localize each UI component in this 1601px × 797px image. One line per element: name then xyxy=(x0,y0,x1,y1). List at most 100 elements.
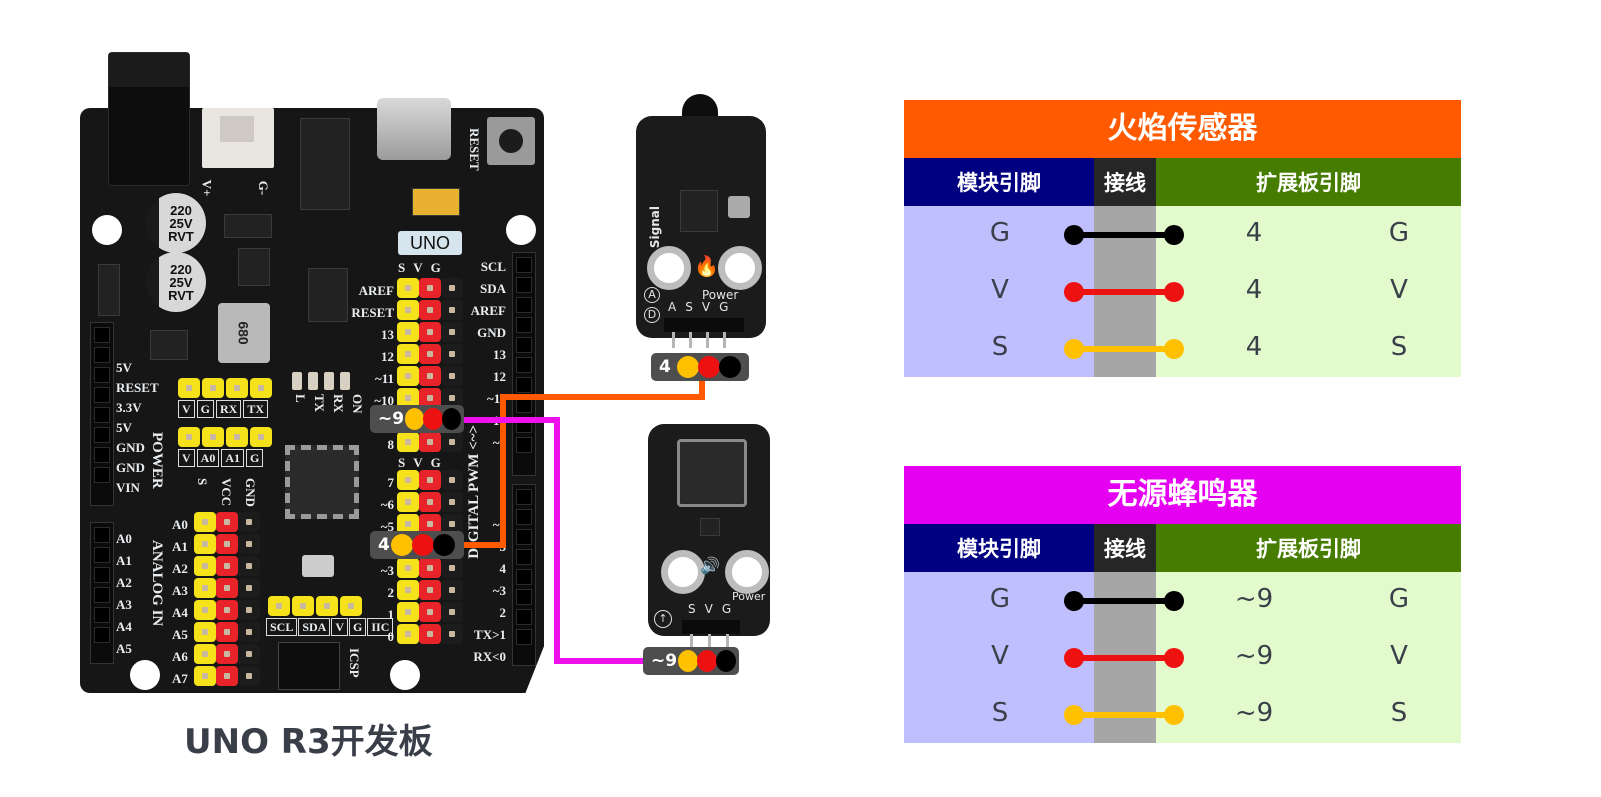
digital-pin-label: SCL xyxy=(480,259,506,274)
table-body: G 4 G V 4 V S 4 S xyxy=(904,206,1461,377)
uart-label: G xyxy=(196,400,215,418)
header-wiring: 接线 xyxy=(1094,524,1156,572)
usb-c-port xyxy=(377,98,451,160)
digital-pin-label: TX>1 xyxy=(474,627,506,642)
capacitor-value: 220 xyxy=(170,202,192,218)
digital-pin-label: 8 xyxy=(387,437,395,452)
capacitor-brand: RVT xyxy=(168,287,194,303)
strip-head: V xyxy=(413,260,423,275)
led-label-on: ON xyxy=(350,394,365,414)
analog-pin-label: A4 xyxy=(116,619,132,634)
uart-pins xyxy=(178,378,274,398)
wire-line xyxy=(1074,598,1174,604)
mounting-hole xyxy=(130,660,160,690)
analog-strip-label: A6 xyxy=(172,649,188,664)
uno-badge: UNO xyxy=(398,231,462,255)
analog-strip-label: A0 xyxy=(172,517,188,532)
iic-labels: SCL SDA V G IIC xyxy=(266,618,394,636)
digital-pin-label: ~10 xyxy=(374,393,394,408)
analog-io-label: V xyxy=(178,449,195,467)
wire-pin4 xyxy=(462,378,705,548)
buzzer-table: 无源蜂鸣器 模块引脚 接线 扩展板引脚 G ~9 G V ~9 V S ~9 xyxy=(904,466,1461,743)
buzzer-pins xyxy=(690,634,729,650)
module-pin: V xyxy=(991,641,1009,671)
mounting-hole xyxy=(661,550,705,594)
board-pin: ~9 xyxy=(1234,698,1274,728)
direction-arrow-icon: ↑ xyxy=(654,610,672,628)
reset-silk-label: RESET xyxy=(467,128,482,171)
digital-pin-label: 2 xyxy=(499,605,507,620)
digital-pin-label: ~11 xyxy=(374,371,394,386)
board-caption: UNO R3开发板 xyxy=(184,722,433,762)
digital-pin-label: ~3 xyxy=(492,583,506,598)
pin-label: ~9 xyxy=(651,651,678,671)
iic-label: SCL xyxy=(266,618,298,636)
table-header: 模块引脚 接线 扩展板引脚 xyxy=(904,524,1461,572)
iic-label: G xyxy=(349,618,367,636)
flame-sensor-table: 火焰传感器 模块引脚 接线 扩展板引脚 G 4 G V 4 V S 4 xyxy=(904,100,1461,377)
strip-head: GND xyxy=(243,478,258,507)
buzzer-component xyxy=(677,439,747,507)
module-pin: G xyxy=(989,218,1011,248)
analog-strip-labels: A0 A1 A2 A3 A4 A5 A6 A7 xyxy=(172,514,188,690)
digital-pin-label: GND xyxy=(477,325,506,340)
buzzer-pin-label: G xyxy=(721,602,732,616)
digital-pin-label: AREF xyxy=(470,303,506,318)
icsp-label: ICSP xyxy=(347,648,362,678)
table-header: 模块引脚 接线 扩展板引脚 xyxy=(904,158,1461,206)
power-pin-label: 3.3V xyxy=(116,400,142,415)
capacitor-value: 220 xyxy=(170,261,192,277)
strip-head: S xyxy=(398,455,406,470)
digital-pin-label: AREF xyxy=(358,283,394,298)
analog-pin-label: A5 xyxy=(116,641,132,656)
analog-pin-label: A0 xyxy=(116,531,132,546)
digital-strip-heads-mid: S V G xyxy=(398,455,441,471)
pin-label: 4 xyxy=(659,357,671,377)
analog-pin-label: A1 xyxy=(116,553,132,568)
gnd-dot xyxy=(441,408,462,430)
table-title: 火焰传感器 xyxy=(904,100,1461,158)
pin-label: ~9 xyxy=(378,409,405,429)
signal-dot xyxy=(676,356,699,378)
wire-end-dot xyxy=(1164,648,1184,668)
speaker-icon: 🔊 xyxy=(700,556,720,575)
power-pin-label: GND xyxy=(116,460,145,475)
atmega328p-chip xyxy=(285,445,359,519)
mounting-hole xyxy=(718,246,762,290)
analog-strip-label: A7 xyxy=(172,671,188,686)
digital-pin-label: 4 xyxy=(499,561,507,576)
table-row: S 4 S xyxy=(904,320,1461,377)
analog-mode-icon: A xyxy=(644,287,660,303)
digital-pin-label: 2 xyxy=(387,585,395,600)
board-pin: ~9 xyxy=(1234,641,1274,671)
analog-header xyxy=(90,522,114,664)
pin-label: 4 xyxy=(378,535,390,555)
flame-pin-label: S xyxy=(685,300,693,314)
analog-strip-heads: S VCC GND xyxy=(194,478,258,507)
usb-serial-chip xyxy=(300,118,350,210)
power-title: POWER xyxy=(149,432,165,489)
capacitor: 220 25V RVT xyxy=(146,252,206,312)
led-label-tx: TX xyxy=(312,394,327,413)
flame-pin-labels: A S V G xyxy=(668,300,728,314)
ldo-regulator xyxy=(150,330,188,360)
power-pin-label: RESET xyxy=(116,380,159,395)
wire-line xyxy=(1074,712,1174,718)
flame-pin-label: V xyxy=(701,300,711,314)
digital-pin-label: RX<0 xyxy=(473,649,506,664)
analog-strip-label: A3 xyxy=(172,583,188,598)
table-row: G 4 G xyxy=(904,206,1461,263)
digital-header-lower xyxy=(512,484,536,666)
reset-button[interactable] xyxy=(487,117,535,165)
power-header-labels: 5V RESET 3.3V 5V GND GND VIN xyxy=(116,358,159,498)
flame-pin-header xyxy=(664,318,744,332)
digital-pin-label: ~3 xyxy=(380,563,394,578)
board-connector-pin4: 4 xyxy=(370,531,464,559)
wire-line xyxy=(1074,232,1174,238)
buzzer-connector-badge: ~9 xyxy=(643,647,739,675)
table-row: S ~9 S xyxy=(904,686,1461,743)
digital-pin-label: RESET xyxy=(351,305,394,320)
analog-io-pins xyxy=(178,427,274,447)
uart-label: RX xyxy=(216,400,242,418)
fuse xyxy=(412,188,460,216)
